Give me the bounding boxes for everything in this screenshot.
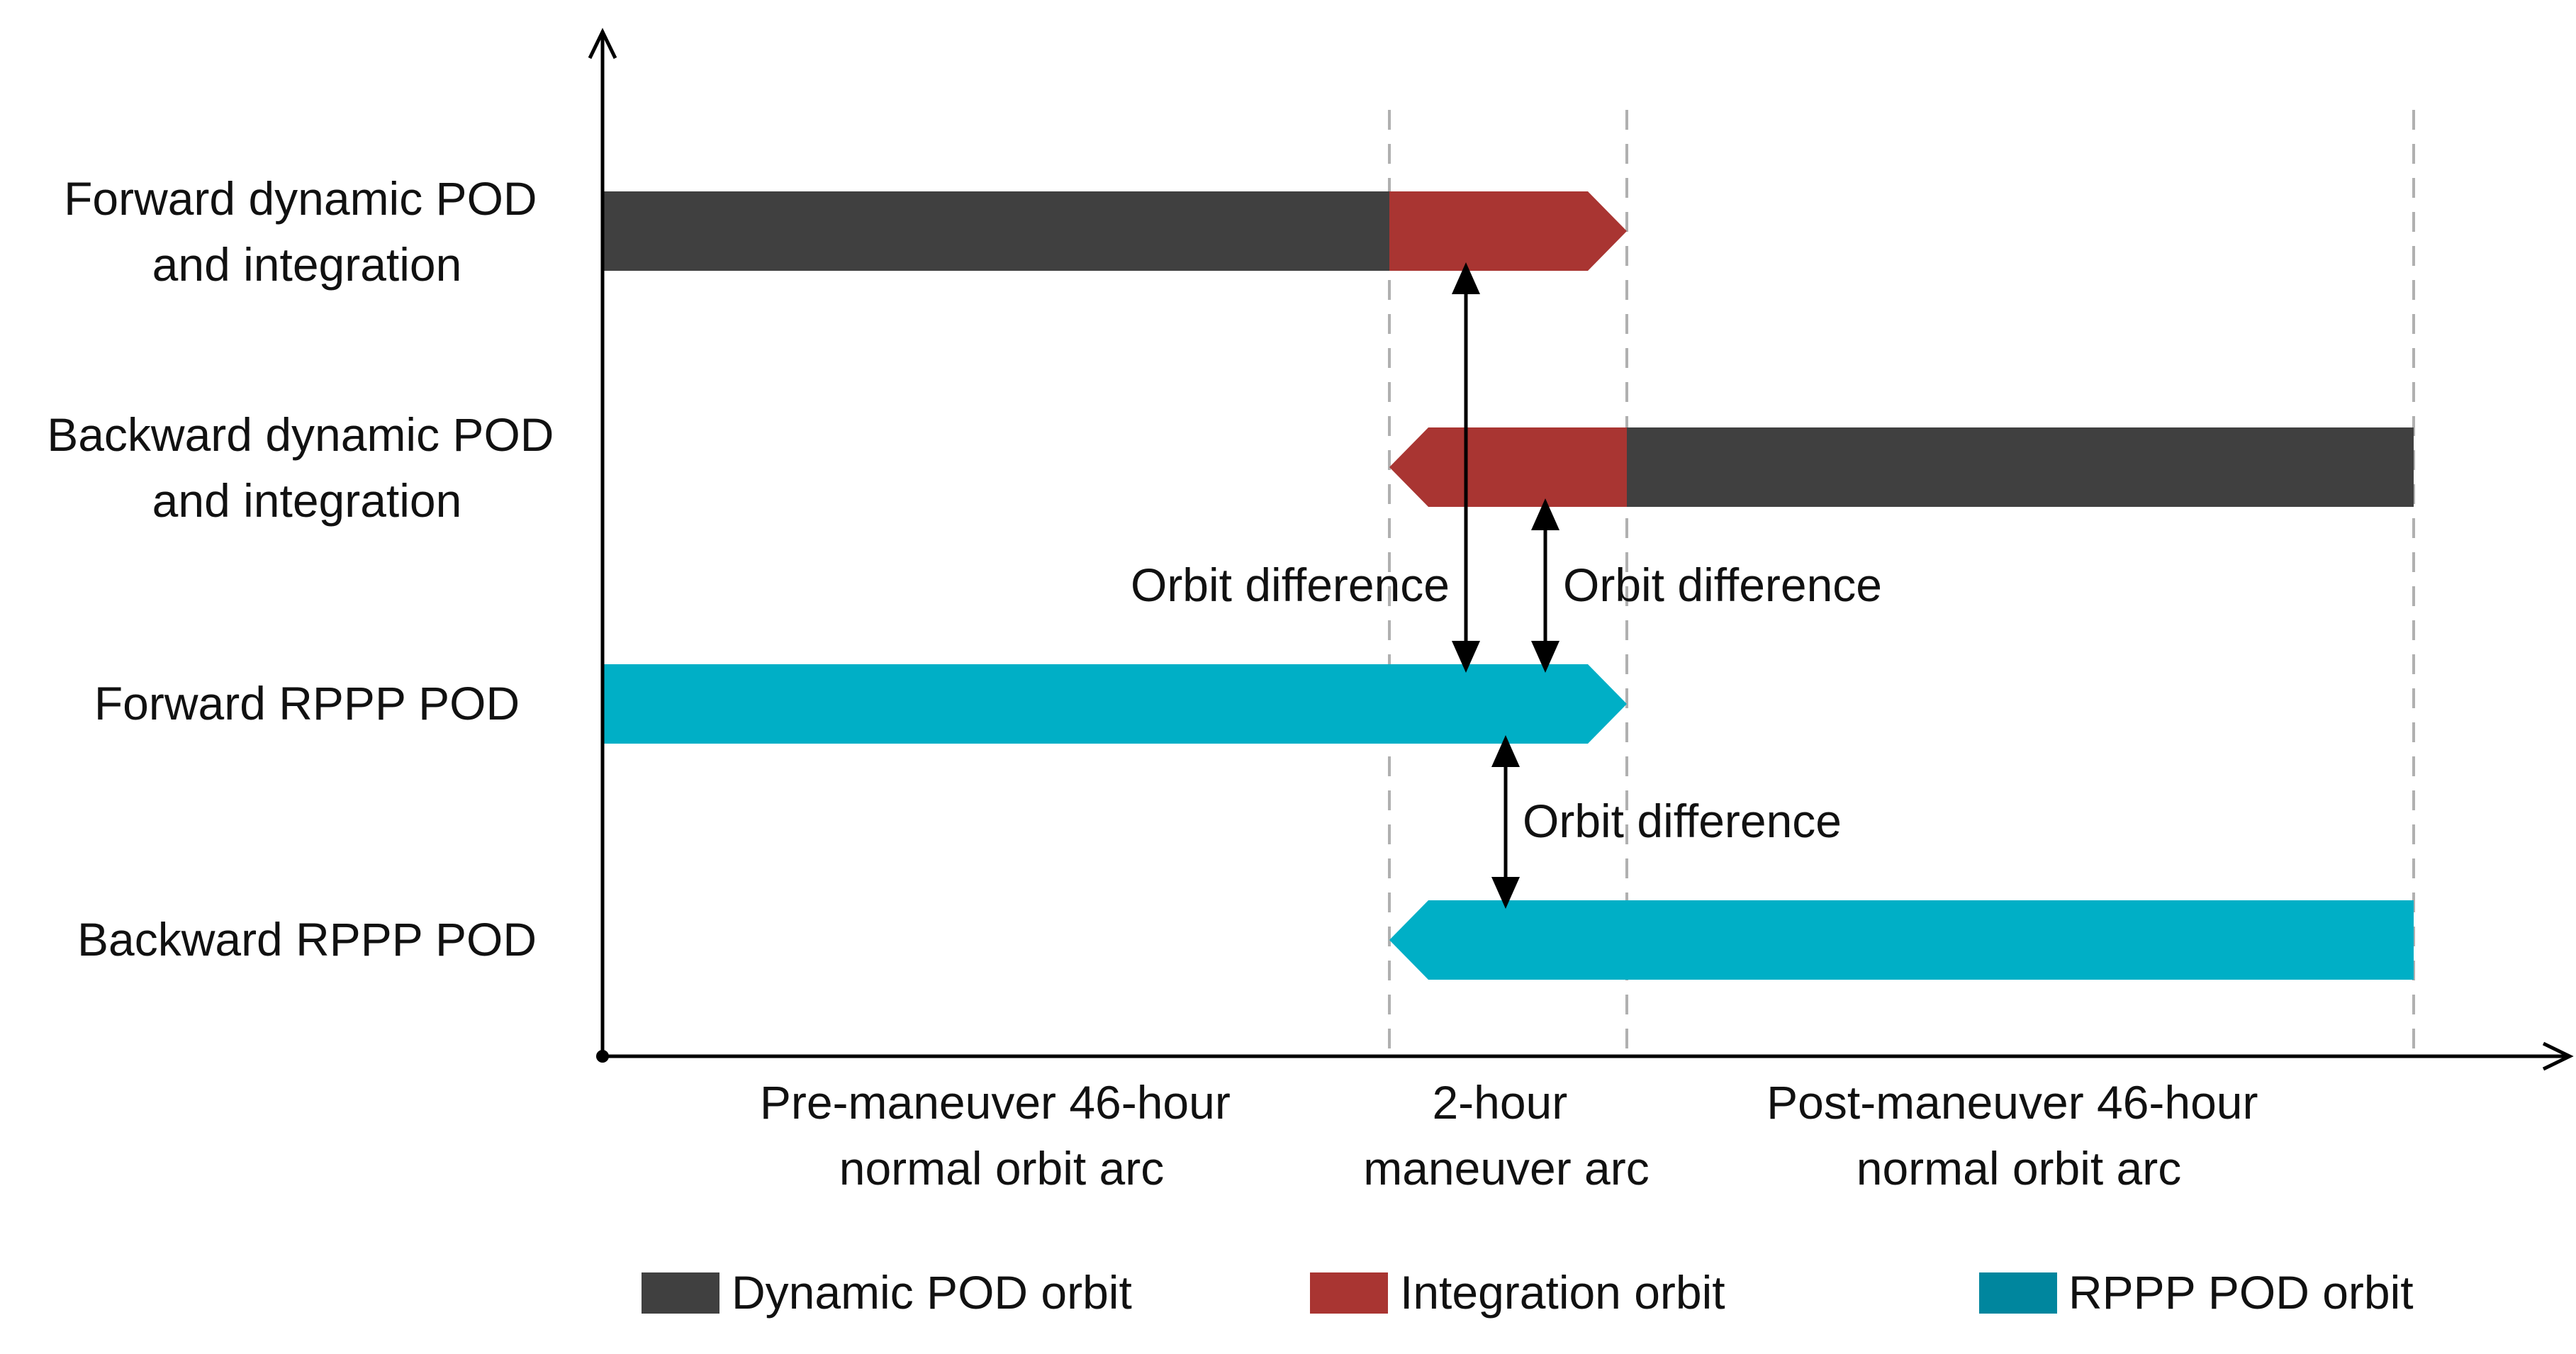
bar-forward-rppp — [603, 664, 1627, 744]
origin-dot — [596, 1050, 609, 1063]
row-label-forward-rppp: Forward RPPP POD — [94, 677, 520, 729]
y-axis-arrow-icon — [588, 28, 617, 60]
legend-label-dynamic: Dynamic POD orbit — [732, 1266, 1132, 1319]
legend: Dynamic POD orbit Integration orbit RPPP… — [642, 1266, 2414, 1319]
arc-label-pre-maneuver: Pre-maneuver 46-hour normal orbit arc — [760, 1076, 1243, 1194]
row-label-backward-dynamic: Backward dynamic POD and integration — [47, 408, 567, 527]
legend-swatch-dynamic — [642, 1272, 719, 1314]
difference-arrows — [1452, 262, 1559, 909]
arc-label-maneuver: 2-hour maneuver arc — [1363, 1076, 1650, 1194]
x-axis-arrow-icon — [2542, 1041, 2574, 1071]
legend-label-rppp: RPPP POD orbit — [2068, 1266, 2414, 1319]
axes — [588, 28, 2574, 1071]
row-labels: Forward dynamic POD and integration Back… — [47, 172, 567, 966]
row-label-forward-dynamic: Forward dynamic POD and integration — [64, 172, 550, 291]
backward-dynamic-pod-segment — [1627, 427, 2414, 507]
bar-forward-dynamic — [603, 191, 1627, 271]
diff-label-3: Orbit difference — [1523, 795, 1842, 847]
difference-labels: Orbit difference Orbit difference Orbit … — [1131, 559, 1882, 847]
diff-label-1: Orbit difference — [1131, 559, 1450, 611]
diff-label-2: Orbit difference — [1563, 559, 1882, 611]
forward-dynamic-pod-segment — [603, 191, 1389, 271]
row-label-backward-rppp: Backward RPPP POD — [77, 913, 537, 966]
bar-backward-dynamic — [1389, 427, 2414, 507]
bar-backward-rppp — [1389, 900, 2414, 980]
legend-label-integration: Integration orbit — [1400, 1266, 1725, 1319]
forward-integration-segment — [1389, 191, 1627, 271]
backward-integration-segment — [1389, 427, 1627, 507]
arc-labels: Pre-maneuver 46-hour normal orbit arc 2-… — [760, 1076, 2271, 1194]
legend-swatch-integration — [1310, 1272, 1388, 1314]
arc-boundaries — [1388, 110, 2415, 1056]
arc-label-post-maneuver: Post-maneuver 46-hour normal orbit arc — [1766, 1076, 2271, 1194]
legend-swatch-rppp — [1979, 1272, 2057, 1314]
